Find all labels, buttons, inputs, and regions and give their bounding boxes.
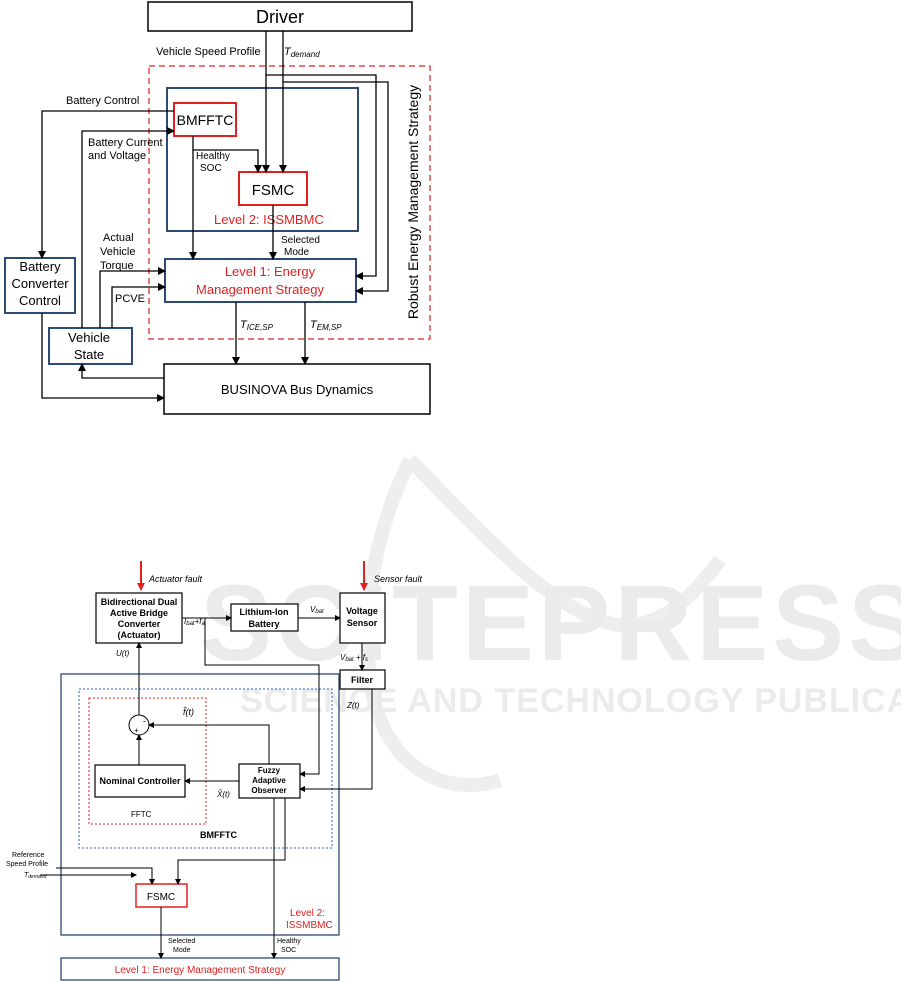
battery-label-2: Battery [248,619,279,629]
battery-current-label-2: and Voltage [88,150,146,162]
robust-strategy-label: Robust Energy Management Strategy [405,85,421,319]
level1-box [164,258,357,303]
vehicle-state-box [48,327,133,365]
bmfftc-label: BMFFTC [177,112,234,128]
battery-control-label: Battery Control [66,95,139,107]
selected-mode-bottom-1: Selected [168,938,195,945]
robust-strategy-box [148,65,431,340]
bus-dynamics-box [163,363,431,415]
xhat-label: X̂(t) [216,790,230,799]
level2-label-bottom-2: ISSMBMC [286,920,333,931]
observer-label-3: Observer [251,786,286,795]
nominal-controller-label: Nominal Controller [99,776,181,786]
converter-label-2: Active Bridge [110,608,168,618]
healthy-soc-label-2: SOC [200,163,222,174]
pcve-label: PCVE [115,293,145,305]
actual-torque-label-3: Torque [100,260,134,272]
t-demand-label: Tdemand [284,46,320,59]
fsmc-label: FSMC [252,182,295,199]
battery-converter-label-3: Control [19,293,61,308]
filter-label: Filter [351,675,374,685]
watermark-main: SCITEPRESS [200,562,901,683]
ut-label: U(t) [116,649,130,658]
level2-box-bottom [60,673,340,936]
vehicle-state-label-2: State [74,347,104,362]
bottom-diagram: Actuator fault Sensor fault Bidirectiona… [6,561,423,981]
battery-converter-label-2: Converter [11,276,69,291]
top-diagram: Driver Robust Energy Management Strategy… [4,1,431,415]
vbatfs-label: Vbat + fs [340,653,368,663]
fftc-label: FFTC [131,810,152,819]
plus-sign: + [134,726,139,735]
converter-label-3: Converter [118,619,161,629]
sensor-label-1: Voltage [346,606,378,616]
sum-junction [128,714,150,736]
battery-box [230,603,299,632]
converter-label-1: Bidirectional Dual [101,597,178,607]
tdemand-label: Tdemand [24,872,47,880]
driver-label: Driver [256,7,304,27]
level2-label-bottom-1: Level 2: [290,908,325,919]
top-connectors [38,31,389,402]
level2-box [166,87,359,232]
fftc-box [88,697,207,825]
level1-label-1: Level 1: Energy [225,264,316,279]
battery-label-1: Lithium-Ion [240,607,289,617]
observer-label-1: Fuzzy [258,766,281,775]
actual-torque-label-1: Actual [103,232,134,244]
vehicle-state-label-1: Vehicle [68,330,110,345]
minus-sign: - [143,716,146,726]
sensor-fault-label: Sensor fault [374,574,423,584]
fsmc-label-bottom: FSMC [147,892,175,903]
healthy-soc-bottom-1: Healthy [277,938,301,945]
fhat-label: f̂(t) [183,707,194,717]
nominal-controller-box [94,764,186,798]
bus-dynamics-label: BUSINOVA Bus Dynamics [221,382,374,397]
selected-mode-label-1: Selected [281,235,320,246]
bmfftc-label-bottom: BMFFTC [200,830,237,840]
zt-label: Z(t) [346,701,360,710]
converter-box [95,592,183,644]
observer-label-2: Adaptive [252,776,286,785]
reference-label-2: Speed Profile [6,861,48,868]
bmfftc-box-bottom [78,688,333,849]
ibat-label: Ibat+fa [184,617,205,627]
vehicle-speed-profile-label: Vehicle Speed Profile [156,46,261,58]
bmfftc-box [173,102,237,137]
t-em-label: TEM,SP [310,319,342,332]
level1-label-2: Management Strategy [196,282,324,297]
battery-converter-label-1: Battery [19,259,61,274]
healthy-soc-label-1: Healthy [196,151,230,162]
driver-box [147,1,413,32]
actuator-fault-label: Actuator fault [148,574,203,584]
vbat-label: Vbat [310,605,324,615]
selected-mode-bottom-2: Mode [173,947,191,954]
selected-mode-label-2: Mode [284,247,309,258]
actual-torque-label-2: Vehicle [100,246,135,258]
bottom-connectors [40,615,373,959]
level2-label: Level 2: ISSMBMC [214,212,324,227]
reference-label-1: Reference [12,852,44,859]
level1-label-bottom: Level 1: Energy Management Strategy [115,965,286,976]
level1-box-bottom [60,957,340,981]
converter-label-4: (Actuator) [118,630,161,640]
watermark: SCITEPRESS SCIENCE AND TECHNOLOGY PUBLIC… [200,455,901,792]
sensor-label-2: Sensor [347,618,378,628]
t-ice-label: TICE,SP [240,319,274,332]
observer-box [238,763,301,799]
battery-current-label-1: Battery Current [88,137,163,149]
healthy-soc-bottom-2: SOC [281,947,296,954]
